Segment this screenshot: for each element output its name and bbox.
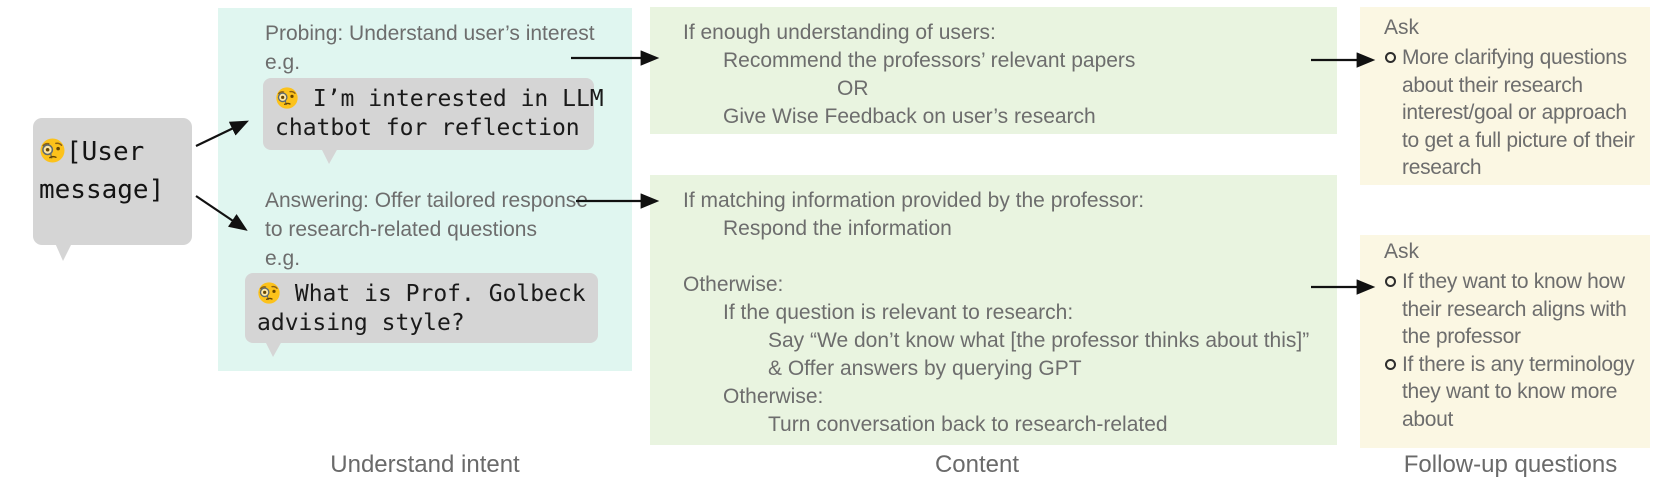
user-message-line1: [User	[39, 133, 186, 171]
followup-block-bottom: Ask If they want to know how their resea…	[1384, 238, 1636, 433]
speech-tail	[321, 148, 338, 164]
followup-item: If there is any terminology they want to…	[1385, 351, 1636, 434]
column-label-followup: Follow-up questions	[1403, 451, 1618, 478]
content-line: Say “We don’t know what [the professor t…	[768, 329, 1310, 352]
speech-tail	[265, 341, 282, 357]
monocle-emoji-icon	[257, 281, 281, 305]
content-line: & Offer answers by querying GPT	[768, 357, 1082, 380]
chat-bubble-probing-example: I’m interested in LLM chatbot for reflec…	[263, 78, 604, 164]
content-line: If matching information provided by the …	[683, 189, 1145, 212]
followup-item: If they want to know how their research …	[1385, 268, 1636, 351]
answering-block: Answering: Offer tailored response to re…	[265, 186, 588, 273]
content-line: If the question is relevant to research:	[723, 301, 1074, 324]
ask-title: Ask	[1384, 240, 1420, 263]
answering-title-line1: Answering: Offer tailored response	[265, 189, 588, 212]
content-line: Respond the information	[723, 217, 952, 240]
content-line: Turn conversation back to research-relat…	[768, 413, 1168, 436]
probing-title: Probing: Understand user’s interest	[265, 22, 595, 45]
content-line: Give Wise Feedback on user’s research	[723, 105, 1096, 128]
followup-panel-top	[1360, 7, 1650, 185]
probing-eg-label: e.g.	[265, 51, 301, 74]
chat-bubble-answering-example: What is Prof. Golbeck advising style?	[245, 273, 598, 357]
user-message-line2: message]	[39, 175, 165, 205]
bullet-ring-icon	[1385, 52, 1396, 63]
speech-tail	[55, 243, 72, 261]
monocle-emoji-icon	[275, 86, 299, 110]
probing-example-line1: I’m interested in LLM	[312, 86, 604, 112]
probing-example-line2: chatbot for reflection	[275, 115, 580, 141]
followup-panel-bottom	[1360, 235, 1650, 448]
content-line-blank	[683, 243, 1309, 271]
bullet-ring-icon	[1385, 276, 1396, 287]
content-line: Recommend the professors’ relevant paper…	[723, 49, 1136, 72]
column-label-intent: Understand intent	[330, 451, 520, 478]
followup-item: More clarifying questions about their re…	[1385, 44, 1636, 182]
answering-example-line1: What is Prof. Golbeck	[294, 281, 586, 307]
column-label-content: Content	[934, 451, 1020, 478]
content-panel-top	[650, 7, 1337, 134]
answering-eg-label: e.g.	[265, 247, 301, 270]
content-rules-bottom: If matching information provided by the …	[683, 187, 1309, 439]
monocle-emoji-icon	[39, 137, 66, 164]
followup-block-top: Ask More clarifying questions about thei…	[1384, 14, 1636, 182]
content-line: If enough understanding of users:	[683, 21, 996, 44]
content-line: Otherwise:	[723, 385, 824, 408]
content-rules-top: If enough understanding of users: Recomm…	[683, 19, 1135, 131]
content-line: Otherwise:	[683, 273, 784, 296]
content-line: OR	[837, 77, 869, 100]
ask-title: Ask	[1384, 16, 1420, 39]
bullet-ring-icon	[1385, 358, 1396, 370]
answering-title-line2: to research-related questions	[265, 218, 537, 241]
content-panel-bottom	[650, 175, 1337, 445]
answering-example-line2: advising style?	[257, 310, 465, 336]
user-message-bubble: [User message]	[33, 118, 192, 261]
probing-block: Probing: Understand user’s interest e.g.	[265, 19, 595, 77]
